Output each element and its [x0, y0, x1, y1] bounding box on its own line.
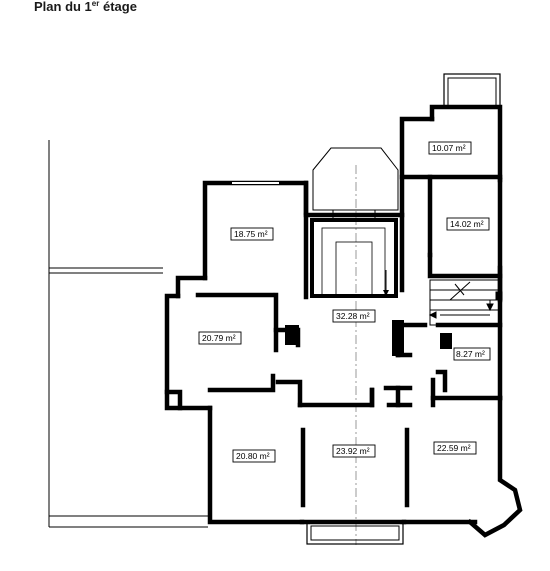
balcony-top [443, 73, 501, 109]
room-label-room-s: 23.92 m² [332, 444, 376, 458]
bay-window-top [312, 147, 399, 218]
hall-stair-well [310, 218, 398, 298]
room-label-small-east: 8.27 m² [453, 347, 491, 361]
room-label-bedroom-nw: 18.75 m² [230, 227, 274, 241]
room-label-hall: 32.28 m² [332, 309, 376, 323]
svg-text:18.75 m²: 18.75 m² [234, 229, 268, 239]
balcony-bottom [306, 521, 404, 545]
plan-title-prefix: Plan du 1 [34, 0, 92, 14]
svg-text:20.79 m²: 20.79 m² [202, 333, 236, 343]
room-label-room-sw: 20.80 m² [232, 449, 276, 463]
room-label-balcony-room: 10.07 m² [428, 141, 472, 155]
room-label-room-west: 20.79 m² [198, 331, 242, 345]
svg-text:20.80 m²: 20.80 m² [236, 451, 270, 461]
svg-text:8.27 m²: 8.27 m² [456, 349, 485, 359]
svg-text:14.02 m²: 14.02 m² [450, 219, 484, 229]
room-label-room-se: 22.59 m² [433, 441, 477, 455]
neighbour-outline [48, 140, 208, 528]
plan-title: Plan du 1er étage [34, 0, 137, 14]
svg-text:22.59 m²: 22.59 m² [437, 443, 471, 453]
east-stair [428, 279, 503, 326]
pillars [285, 320, 452, 356]
room-label-bedroom-ne: 14.02 m² [446, 217, 490, 231]
plan-title-superscript: er [92, 0, 100, 8]
svg-text:23.92 m²: 23.92 m² [336, 446, 370, 456]
svg-text:10.07 m²: 10.07 m² [432, 143, 466, 153]
svg-text:32.28 m²: 32.28 m² [336, 311, 370, 321]
room-labels: 10.07 m² 14.02 m² 18.75 m² 32.28 m² 20.7… [198, 141, 491, 463]
plan-title-suffix: étage [99, 0, 137, 14]
